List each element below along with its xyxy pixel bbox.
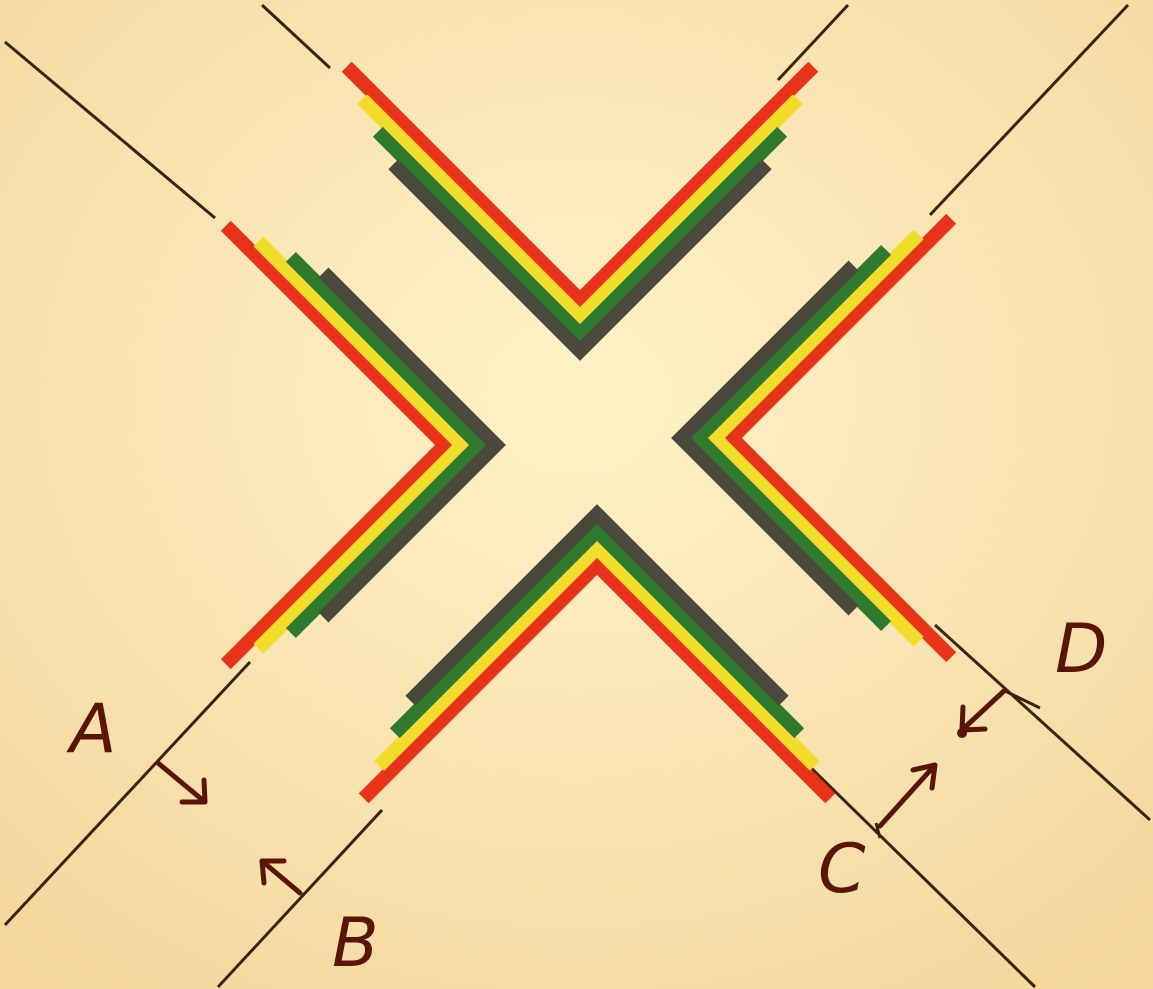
label-c: C (818, 830, 866, 909)
label-b: B (332, 904, 379, 983)
label-a: A (66, 690, 117, 769)
label-d: D (1055, 610, 1107, 689)
arrow-d-dot-icon (957, 728, 967, 738)
